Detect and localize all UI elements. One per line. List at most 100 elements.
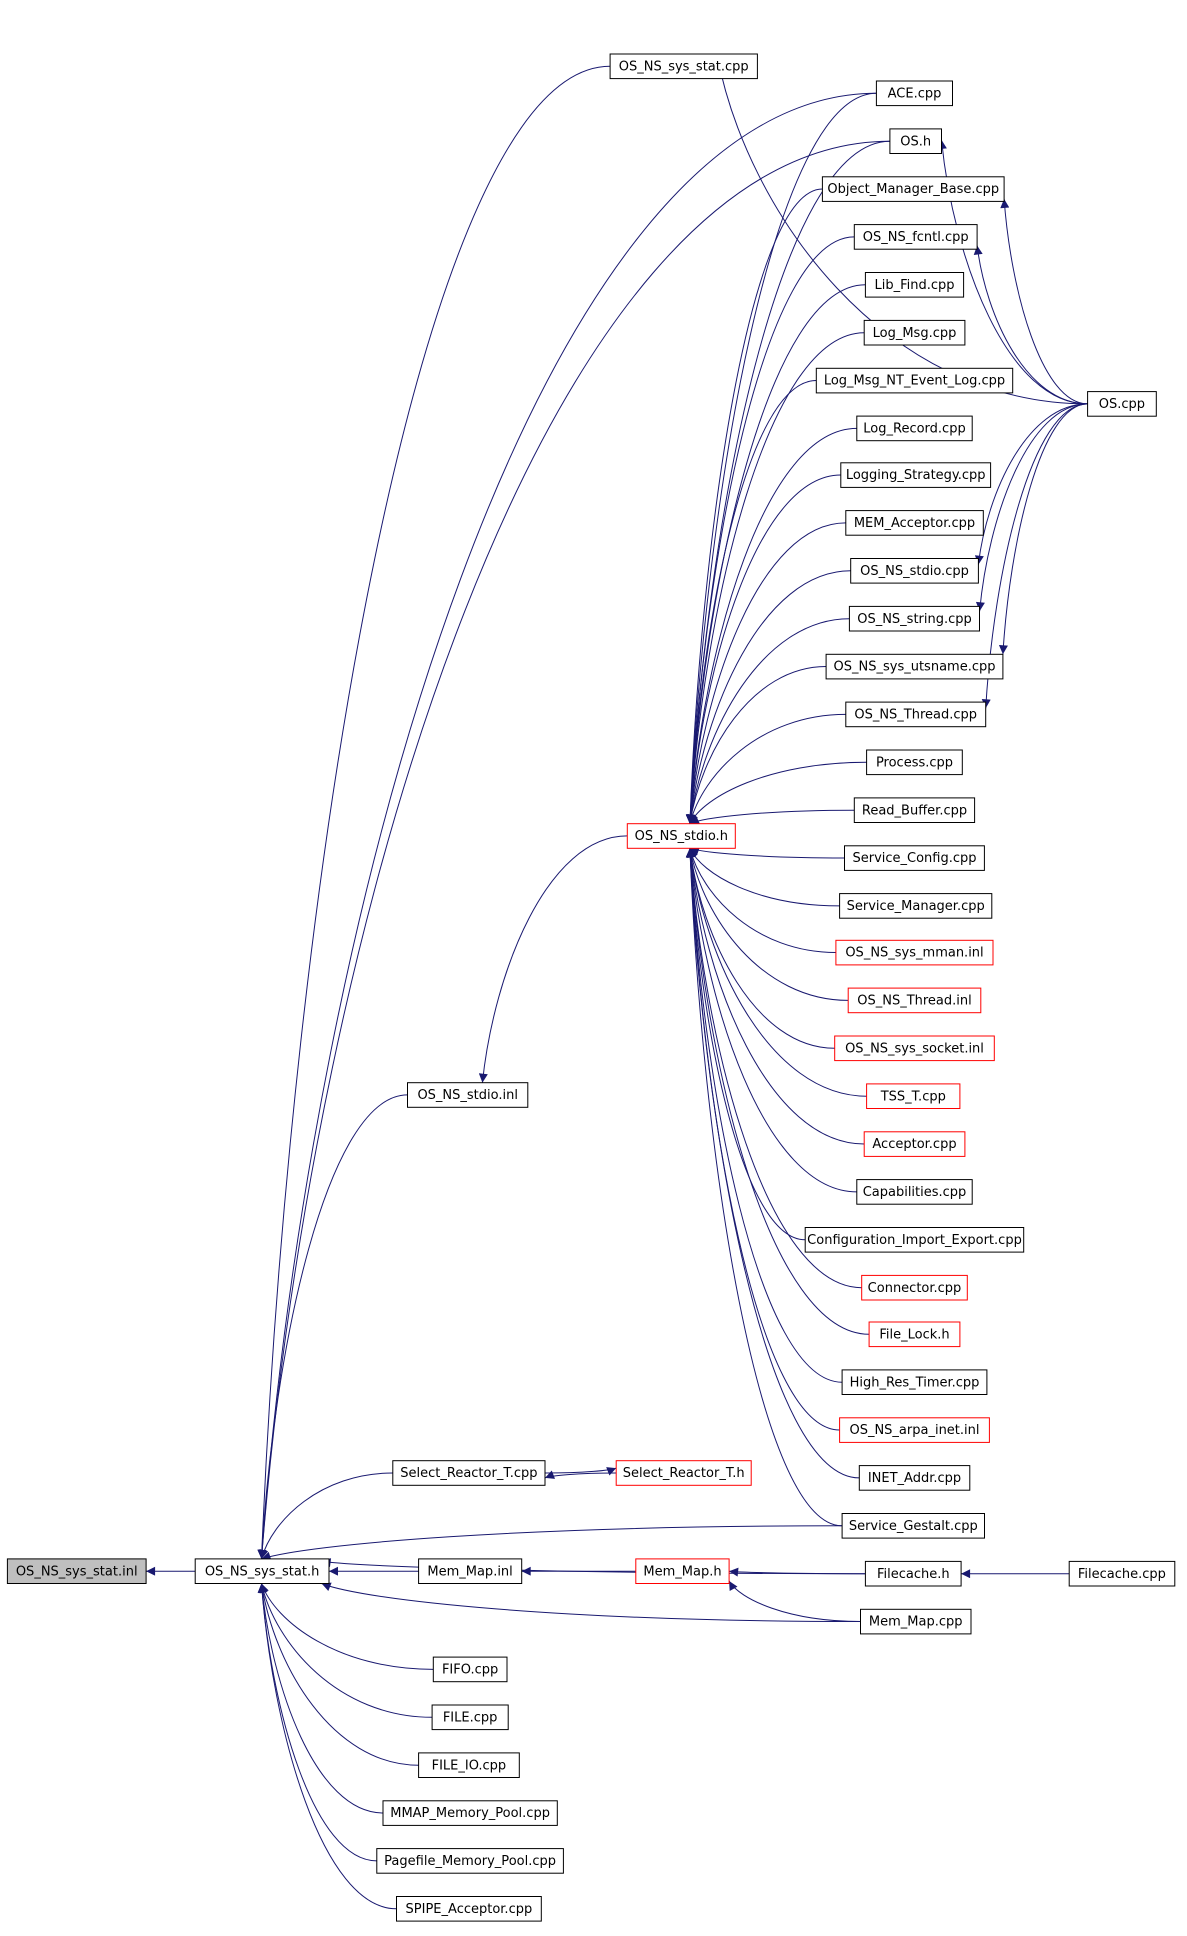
- node-box: [847, 987, 982, 1014]
- node-mem-acceptor-cpp[interactable]: MEM_Acceptor.cpp: [845, 510, 984, 536]
- node-box: [835, 939, 994, 966]
- node-label: Lib_Find.cpp: [874, 278, 954, 293]
- node-os-ns-sys-socket-inl[interactable]: OS_NS_sys_socket.inl: [834, 1035, 995, 1062]
- edge-os_cpp-to-os_ns_stdio_cpp: [974, 403, 1088, 565]
- edge-mem_acceptor_cpp-to-os_ns_stdio_h: [686, 522, 846, 824]
- node-mem-map-h[interactable]: Mem_Map.h: [635, 1558, 730, 1585]
- node-ace-cpp[interactable]: ACE.cpp: [875, 80, 954, 107]
- edge-service_gestalt_cpp-to-os_ns_stdio_h: [685, 848, 843, 1527]
- node-os-ns-stdio-cpp[interactable]: OS_NS_stdio.cpp: [850, 558, 979, 584]
- node-service-manager-cpp[interactable]: Service_Manager.cpp: [839, 893, 993, 919]
- node-file-io-cpp[interactable]: FILE_IO.cpp: [418, 1752, 520, 1779]
- node-label: TSS_T.cpp: [880, 1089, 946, 1104]
- node-service-config-cpp[interactable]: Service_Config.cpp: [844, 845, 985, 871]
- node-os-ns-sys-stat-inl[interactable]: OS_NS_sys_stat.inl: [6, 1558, 147, 1585]
- edge-high_res_timer_cpp-to-os_ns_stdio_h: [685, 848, 843, 1383]
- node-file-cpp[interactable]: FILE.cpp: [431, 1704, 509, 1731]
- edge-select_reactor_t_cpp-to-select_reactor_t_h: [544, 1467, 617, 1476]
- edge-os_ns_thread_cpp-to-os_ns_stdio_h: [687, 713, 846, 824]
- node-box: [864, 1560, 962, 1587]
- node-read-buffer-cpp[interactable]: Read_Buffer.cpp: [853, 797, 976, 824]
- node-label: OS_NS_string.cpp: [857, 612, 972, 627]
- node-label: Capabilities.cpp: [863, 1185, 967, 1200]
- node-pagefile-memory-pool-cpp[interactable]: Pagefile_Memory_Pool.cpp: [376, 1848, 564, 1874]
- node-select-reactor-t-h[interactable]: Select_Reactor_T.h: [615, 1460, 752, 1486]
- node-mem-map-cpp[interactable]: Mem_Map.cpp: [860, 1608, 972, 1635]
- node-box: [845, 701, 987, 728]
- node-high-res-timer-cpp[interactable]: High_Res_Timer.cpp: [841, 1369, 988, 1396]
- node-box: [1087, 391, 1157, 417]
- node-box: [834, 1035, 995, 1062]
- node-acceptor-cpp[interactable]: Acceptor.cpp: [863, 1131, 966, 1157]
- node-log-msg-nt-event-log-cpp[interactable]: Log_Msg_NT_Event_Log.cpp: [815, 367, 1014, 394]
- node-os-ns-sys-stat-h[interactable]: OS_NS_sys_stat.h: [194, 1558, 330, 1585]
- edge-file_cpp-to-os_ns_sys_stat_h: [259, 1583, 433, 1718]
- node-label: Log_Msg_NT_Event_Log.cpp: [824, 374, 1005, 389]
- node-filecache-h[interactable]: Filecache.h: [864, 1560, 962, 1587]
- node-connector-cpp[interactable]: Connector.cpp: [861, 1274, 968, 1301]
- edge-process_cpp-to-os_ns_stdio_h: [689, 761, 867, 824]
- node-box: [418, 1558, 523, 1585]
- node-label: Process.cpp: [876, 755, 953, 770]
- node-service-gestalt-cpp[interactable]: Service_Gestalt.cpp: [841, 1513, 985, 1539]
- node-label: OS_NS_stdio.h: [635, 829, 728, 844]
- node-os-ns-sys-stat-cpp[interactable]: OS_NS_sys_stat.cpp: [609, 53, 758, 80]
- node-label: OS.h: [900, 134, 931, 149]
- node-box: [860, 1608, 972, 1635]
- node-mem-map-inl[interactable]: Mem_Map.inl: [418, 1558, 523, 1585]
- node-label: OS_NS_fcntl.cpp: [863, 230, 969, 245]
- node-box: [845, 510, 984, 536]
- node-label: OS_NS_arpa_inet.inl: [849, 1423, 979, 1438]
- node-inet-addr-cpp[interactable]: INET_Addr.cpp: [858, 1465, 971, 1491]
- node-os-ns-arpa-inet-inl[interactable]: OS_NS_arpa_inet.inl: [839, 1417, 990, 1443]
- edge-object_manager_base_cpp-to-os_ns_stdio_h: [685, 188, 823, 824]
- node-label: Acceptor.cpp: [872, 1137, 956, 1152]
- node-box: [853, 797, 976, 824]
- node-filecache-cpp[interactable]: Filecache.cpp: [1068, 1560, 1176, 1587]
- node-label: OS_NS_sys_stat.inl: [16, 1564, 138, 1579]
- node-os-h[interactable]: OS.h: [889, 128, 943, 154]
- node-label: Log_Record.cpp: [863, 422, 965, 437]
- node-mmap-memory-pool-cpp[interactable]: MMAP_Memory_Pool.cpp: [382, 1800, 558, 1826]
- node-os-ns-sys-utsname-cpp[interactable]: OS_NS_sys_utsname.cpp: [825, 653, 1004, 680]
- node-os-cpp[interactable]: OS.cpp: [1087, 391, 1157, 417]
- node-label: File_Lock.h: [879, 1327, 949, 1342]
- node-process-cpp[interactable]: Process.cpp: [866, 749, 963, 776]
- node-object-manager-base-cpp[interactable]: Object_Manager_Base.cpp: [821, 176, 1005, 202]
- node-tss-t-cpp[interactable]: TSS_T.cpp: [866, 1083, 961, 1110]
- node-label: Pagefile_Memory_Pool.cpp: [384, 1854, 556, 1869]
- node-fifo-cpp[interactable]: FIFO.cpp: [432, 1656, 508, 1683]
- edge-ace_cpp-to-os_ns_stdio_h: [685, 92, 877, 824]
- node-label: Service_Gestalt.cpp: [849, 1519, 978, 1534]
- node-log-msg-cpp[interactable]: Log_Msg.cpp: [863, 319, 966, 346]
- edge-file_lock_h-to-os_ns_stdio_h: [685, 848, 870, 1335]
- node-label: OS.cpp: [1099, 397, 1145, 412]
- node-capabilities-cpp[interactable]: Capabilities.cpp: [856, 1179, 973, 1205]
- node-file-lock-h[interactable]: File_Lock.h: [868, 1321, 961, 1348]
- node-os-ns-string-cpp[interactable]: OS_NS_string.cpp: [848, 605, 981, 632]
- edge-logging_strategy_cpp-to-os_ns_stdio_h: [686, 474, 841, 824]
- edge-connector_cpp-to-os_ns_stdio_h: [686, 848, 862, 1289]
- node-label: OS_NS_Thread.inl: [857, 994, 972, 1009]
- node-box: [841, 1369, 988, 1396]
- node-select-reactor-t-cpp[interactable]: Select_Reactor_T.cpp: [392, 1460, 546, 1486]
- edge-lib_find_cpp-to-os_ns_stdio_h: [685, 284, 866, 824]
- node-lib-find-cpp[interactable]: Lib_Find.cpp: [864, 272, 965, 298]
- node-box: [850, 558, 979, 584]
- node-label: SPIPE_Acceptor.cpp: [406, 1902, 533, 1917]
- node-os-ns-thread-cpp[interactable]: OS_NS_Thread.cpp: [845, 701, 987, 728]
- node-os-ns-thread-inl[interactable]: OS_NS_Thread.inl: [847, 987, 982, 1014]
- node-os-ns-sys-mman-inl[interactable]: OS_NS_sys_mman.inl: [835, 939, 994, 966]
- edge-os_ns_sys_mman_inl-to-os_ns_stdio_h: [687, 848, 836, 953]
- node-label: FILE_IO.cpp: [432, 1758, 507, 1773]
- node-configuration-import-export-cpp[interactable]: Configuration_Import_Export.cpp: [804, 1227, 1025, 1253]
- node-os-ns-fcntl-cpp[interactable]: OS_NS_fcntl.cpp: [853, 224, 978, 250]
- node-spipe-acceptor-cpp[interactable]: SPIPE_Acceptor.cpp: [396, 1896, 542, 1922]
- node-log-record-cpp[interactable]: Log_Record.cpp: [856, 415, 973, 442]
- node-os-ns-stdio-inl[interactable]: OS_NS_stdio.inl: [407, 1082, 529, 1108]
- node-os-ns-stdio-h[interactable]: OS_NS_stdio.h: [626, 823, 736, 849]
- edge-inet_addr_cpp-to-os_ns_stdio_h: [685, 848, 860, 1479]
- node-logging-strategy-cpp[interactable]: Logging_Strategy.cpp: [840, 462, 992, 488]
- node-label: Service_Config.cpp: [852, 851, 976, 866]
